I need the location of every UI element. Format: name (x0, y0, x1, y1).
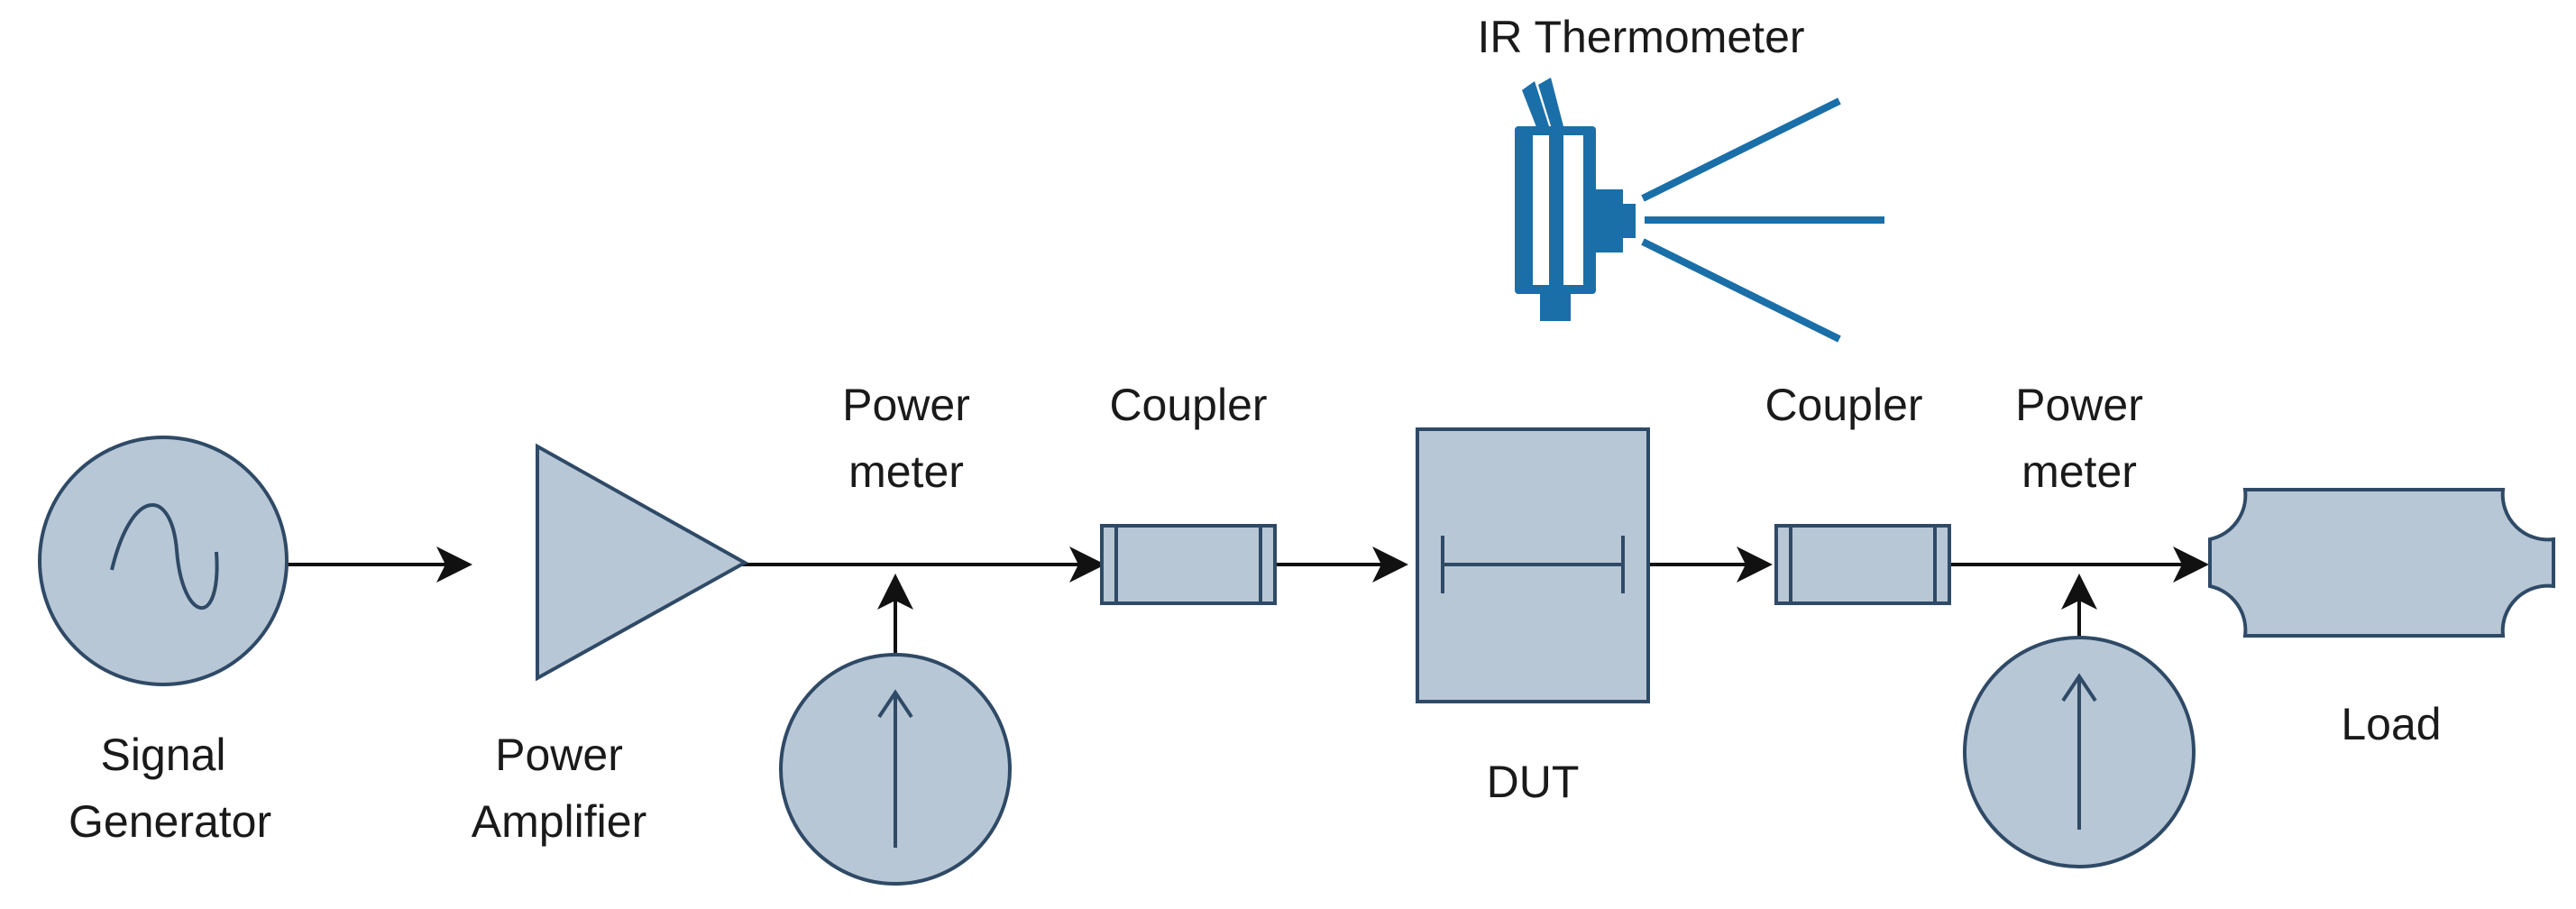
up-arrow-icon (2061, 673, 2097, 830)
power-meter-1-label-line-2: meter (848, 446, 964, 497)
signal-generator-label-line-2: Generator (69, 796, 272, 847)
power-amplifier-label: Power Amplifier (455, 721, 663, 855)
signal-generator (38, 436, 289, 686)
power-meter-2-label-line-1: Power (2015, 380, 2143, 430)
dut-label: DUT (1486, 757, 1580, 807)
power-meter-1-label-line-1: Power (842, 380, 970, 430)
signal-generator-label: Signal Generator (69, 721, 272, 855)
ir-thermometer-label: IR Thermometer (1477, 12, 1805, 62)
load-label: Load (2341, 699, 2442, 749)
power-meter-2 (1963, 636, 2196, 868)
coupler-1-label: Coupler (1109, 380, 1268, 430)
power-amplifier (536, 443, 749, 682)
power-amplifier-label-line-1: Power (495, 730, 623, 780)
power-meter-2-label: Power meter (1980, 372, 2178, 505)
power-amplifier-label-line-2: Amplifier (471, 796, 647, 847)
load (2208, 488, 2555, 638)
power-meter-2-label-line-2: meter (2021, 446, 2137, 497)
coupler-2 (1774, 524, 1951, 605)
power-meter-1-label: Power meter (807, 372, 1005, 505)
coupler-1 (1100, 524, 1277, 605)
coupler-2-label: Coupler (1765, 380, 1923, 430)
signal-generator-label-line-1: Signal (100, 730, 226, 780)
power-meter-1 (779, 653, 1012, 886)
dut (1416, 427, 1650, 703)
sine-wave-icon (110, 503, 219, 611)
signal-wires (287, 546, 2209, 655)
up-arrow-icon (877, 689, 913, 848)
ir-thermometer-icon (1515, 78, 1884, 343)
